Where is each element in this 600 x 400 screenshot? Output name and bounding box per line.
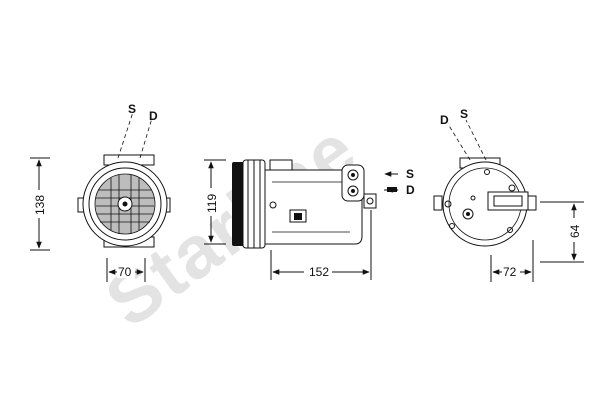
rear-width-dimension: 72 xyxy=(503,265,517,279)
side-view: S D 119 152 xyxy=(202,159,415,280)
front-height-dimension: 138 xyxy=(33,195,47,215)
front-view: S D 138 70 xyxy=(30,102,171,282)
side-port-d-label: D xyxy=(406,183,415,197)
front-width-dimension: 70 xyxy=(118,265,132,279)
rear-view: D S 64 72 xyxy=(433,107,584,282)
rear-height-dimension: 64 xyxy=(568,224,582,238)
side-height-dimension: 119 xyxy=(205,194,219,213)
front-port-d-label: D xyxy=(149,109,158,123)
rear-port-s-label: S xyxy=(460,107,468,121)
side-port-s-label: S xyxy=(406,167,414,181)
rear-port-d-label: D xyxy=(440,113,449,127)
side-length-dimension: 152 xyxy=(309,265,329,279)
front-port-s-label: S xyxy=(128,102,136,116)
